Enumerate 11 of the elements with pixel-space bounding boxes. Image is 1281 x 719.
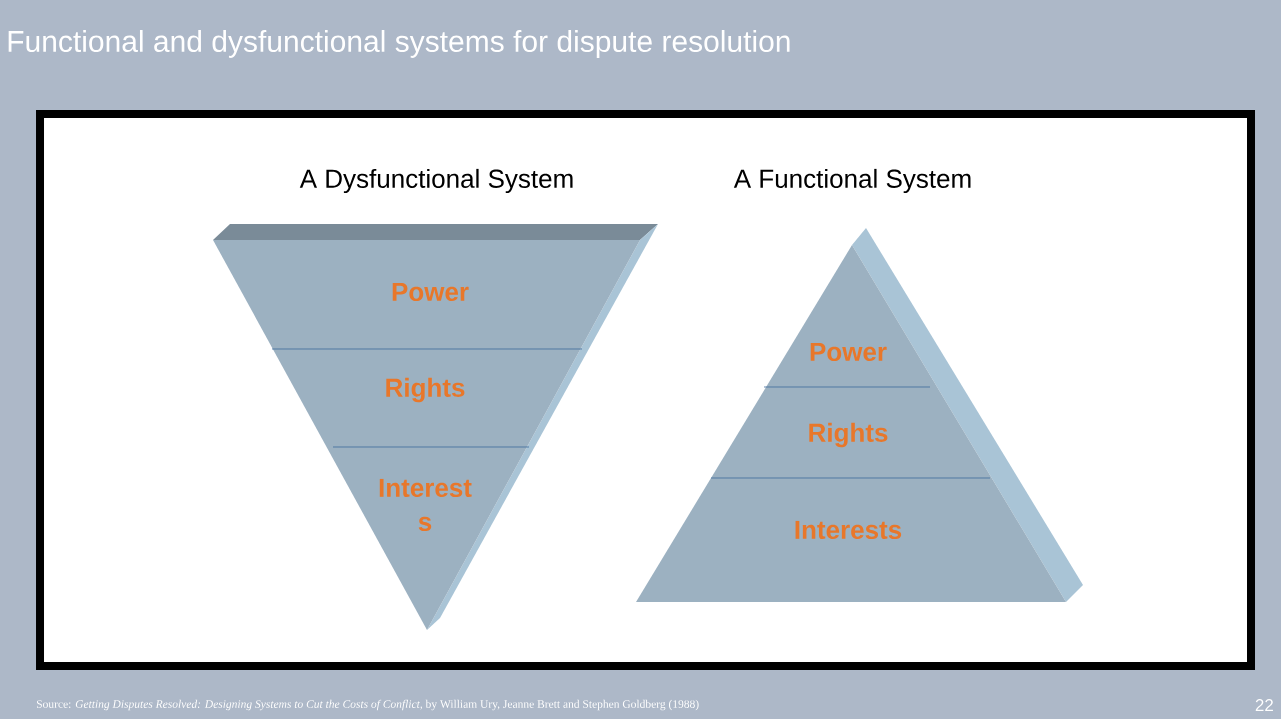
layer-label: Interests bbox=[795, 520, 902, 540]
layer-label: Rights bbox=[809, 422, 888, 448]
slide-title: Functional and dysfunctional systems for dispute resolution bbox=[8, 30, 790, 58]
layer-label: Power bbox=[392, 282, 469, 302]
source-note: Source: Getting Disputes Resolved: Designing Systems to Cut the Costs of Conflict, by William Ury, Jeanne Brett and Stephen Goldberg (1988) bbox=[37, 699, 699, 711]
node-label: A Dysfunctional System bbox=[299, 168, 573, 194]
layer-label: Rights bbox=[386, 377, 465, 403]
node-label: A Functional System bbox=[733, 168, 971, 194]
layer-label: Power bbox=[810, 342, 887, 362]
page-number: 22 bbox=[1255, 699, 1273, 711]
layer-label: Interest s bbox=[379, 478, 472, 532]
